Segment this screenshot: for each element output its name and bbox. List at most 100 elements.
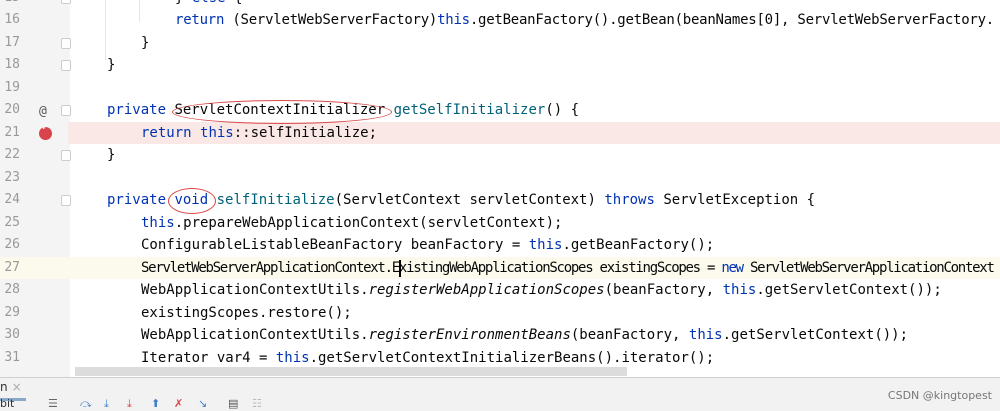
line-number[interactable]: 31 (4, 349, 20, 365)
run-to-cursor-icon[interactable]: ↘ (198, 397, 208, 410)
code-line[interactable]: 15 } else { (0, 0, 1000, 9)
annotation-ellipse (172, 100, 392, 124)
code-token: existingScopes.restore(); (141, 304, 352, 321)
line-number[interactable]: 26 (4, 237, 20, 253)
override-marker-icon[interactable]: @ (39, 104, 47, 119)
code-token: .getServletContext()); (722, 327, 909, 344)
code-token: () { (545, 102, 580, 119)
code-token: (ServletWebServerFactory) (224, 12, 438, 29)
tool-tab-label: n (0, 380, 8, 394)
code-text: ServletWebServerApplicationContext.Exist… (141, 257, 995, 279)
code-token: return (175, 12, 225, 29)
code-text: } (141, 32, 149, 54)
fold-toggle-icon[interactable] (61, 105, 71, 117)
code-token: selfInitialize (216, 192, 335, 209)
code-token: this (688, 327, 723, 344)
step-into-icon[interactable]: ⤓ (104, 397, 109, 410)
code-line[interactable]: 27 ServletWebServerApplicationContext.Exi… (0, 256, 1000, 279)
code-line[interactable]: 17} (0, 32, 1000, 54)
line-number[interactable]: 21 (4, 124, 20, 140)
close-icon[interactable]: × (11, 380, 22, 394)
fold-toggle-icon[interactable] (61, 0, 71, 4)
code-token: this (437, 12, 470, 29)
line-number[interactable]: 22 (4, 147, 20, 163)
code-token: } (107, 147, 116, 164)
code-editor[interactable] (70, 0, 1000, 377)
tool-tab[interactable]: n× (0, 380, 22, 394)
code-line[interactable]: 18} (0, 54, 1000, 76)
text-caret (399, 260, 401, 277)
code-line[interactable]: 24 private void selfInitialize(ServletCon… (0, 189, 1000, 211)
line-number[interactable]: 27 (4, 259, 20, 275)
step-over-icon[interactable]: ⤼ (80, 397, 92, 410)
code-token: ConfigurableListableBeanFactory beanFact… (141, 237, 529, 254)
code-text: ConfigurableListableBeanFactory beanFact… (141, 234, 714, 256)
line-number[interactable]: 15 (0, 0, 20, 9)
line-number[interactable]: 16 (4, 12, 20, 28)
code-text: } (107, 54, 115, 76)
step-out-icon[interactable]: ⬆ (151, 397, 161, 410)
fold-toggle-icon[interactable] (61, 60, 71, 72)
code-line[interactable]: 23 (0, 167, 1000, 189)
horizontal-scrollbar[interactable] (75, 367, 627, 376)
bottom-tool-panel: n× bit ☰ ⤼ ⤓ ⤓ ⬆ ✗ ↘ ▤ ☷ CSDN @kingtopes… (0, 377, 1000, 411)
code-line[interactable]: 22} (0, 144, 1000, 166)
code-token: return (141, 124, 192, 141)
code-token: { (226, 0, 242, 6)
code-token: } (141, 34, 150, 51)
code-line[interactable]: 19 (0, 77, 1000, 99)
code-token: ServletWebServerApplicationContext.Exist… (141, 259, 722, 276)
code-line[interactable]: 26 ConfigurableListableBeanFactory beanFa… (0, 234, 1000, 256)
fold-toggle-icon[interactable] (61, 150, 71, 162)
code-token: Iterator var4 = (141, 349, 276, 366)
line-number[interactable]: 28 (4, 282, 20, 298)
evaluate-icon[interactable]: ▤ (228, 397, 239, 410)
code-token: private (107, 102, 167, 119)
line-number[interactable]: 25 (4, 214, 20, 230)
code-token: (beanFactory, (604, 282, 723, 299)
drop-frame-icon[interactable]: ✗ (174, 397, 184, 410)
trace-icon[interactable]: ☷ (252, 397, 262, 410)
line-number[interactable]: 20 (4, 102, 20, 118)
code-text: existingScopes.restore(); (141, 302, 352, 324)
line-number[interactable]: 23 (4, 169, 20, 185)
code-token: .getServletContextInitializerBeans().ite… (309, 349, 715, 366)
code-line[interactable]: 21 return this::selfInitialize; (4, 121, 1000, 144)
code-token: .getBeanFactory(); (562, 237, 715, 254)
code-token: .prepareWebApplicationContext(servletCon… (174, 214, 563, 231)
code-line[interactable]: 31 Iterator var4 = this.getServletContext… (0, 347, 1000, 369)
code-token: private (107, 192, 167, 209)
indent-guide (139, 0, 140, 22)
line-number[interactable]: 18 (4, 57, 20, 73)
fold-toggle-icon[interactable] (61, 37, 71, 49)
menu-icon[interactable]: ☰ (48, 397, 58, 410)
toolbar-label: bit (0, 397, 15, 410)
line-number[interactable]: 30 (4, 327, 20, 343)
code-text: private void selfInitialize(ServletConte… (107, 189, 815, 211)
code-text: return this::selfInitialize; (141, 122, 377, 144)
code-token: (ServletContext servletContext) (334, 192, 605, 209)
force-step-into-icon[interactable]: ⤓ (127, 397, 132, 410)
line-number[interactable]: 19 (4, 79, 20, 95)
code-text: Iterator var4 = this.getServletContextIn… (141, 347, 714, 369)
fold-toggle-icon[interactable] (61, 195, 71, 207)
line-number[interactable]: 24 (4, 192, 20, 208)
code-token: ServletException { (654, 192, 816, 209)
code-line[interactable]: 25 this.prepareWebApplicationContext(serv… (0, 212, 1000, 234)
code-token: .getServletContext()); (756, 282, 942, 299)
line-number[interactable]: 29 (4, 304, 20, 320)
breakpoint-icon[interactable] (39, 122, 52, 140)
code-token: throws (604, 192, 655, 209)
code-token: this (141, 214, 175, 231)
code-text: } else { (175, 0, 242, 9)
line-number[interactable]: 17 (4, 34, 20, 50)
gutter (0, 0, 70, 377)
code-token: } (175, 0, 192, 6)
code-line[interactable]: 29 existingScopes.restore(); (0, 302, 1000, 324)
code-token: new (721, 259, 744, 276)
code-token: (beanFactory, (570, 327, 689, 344)
